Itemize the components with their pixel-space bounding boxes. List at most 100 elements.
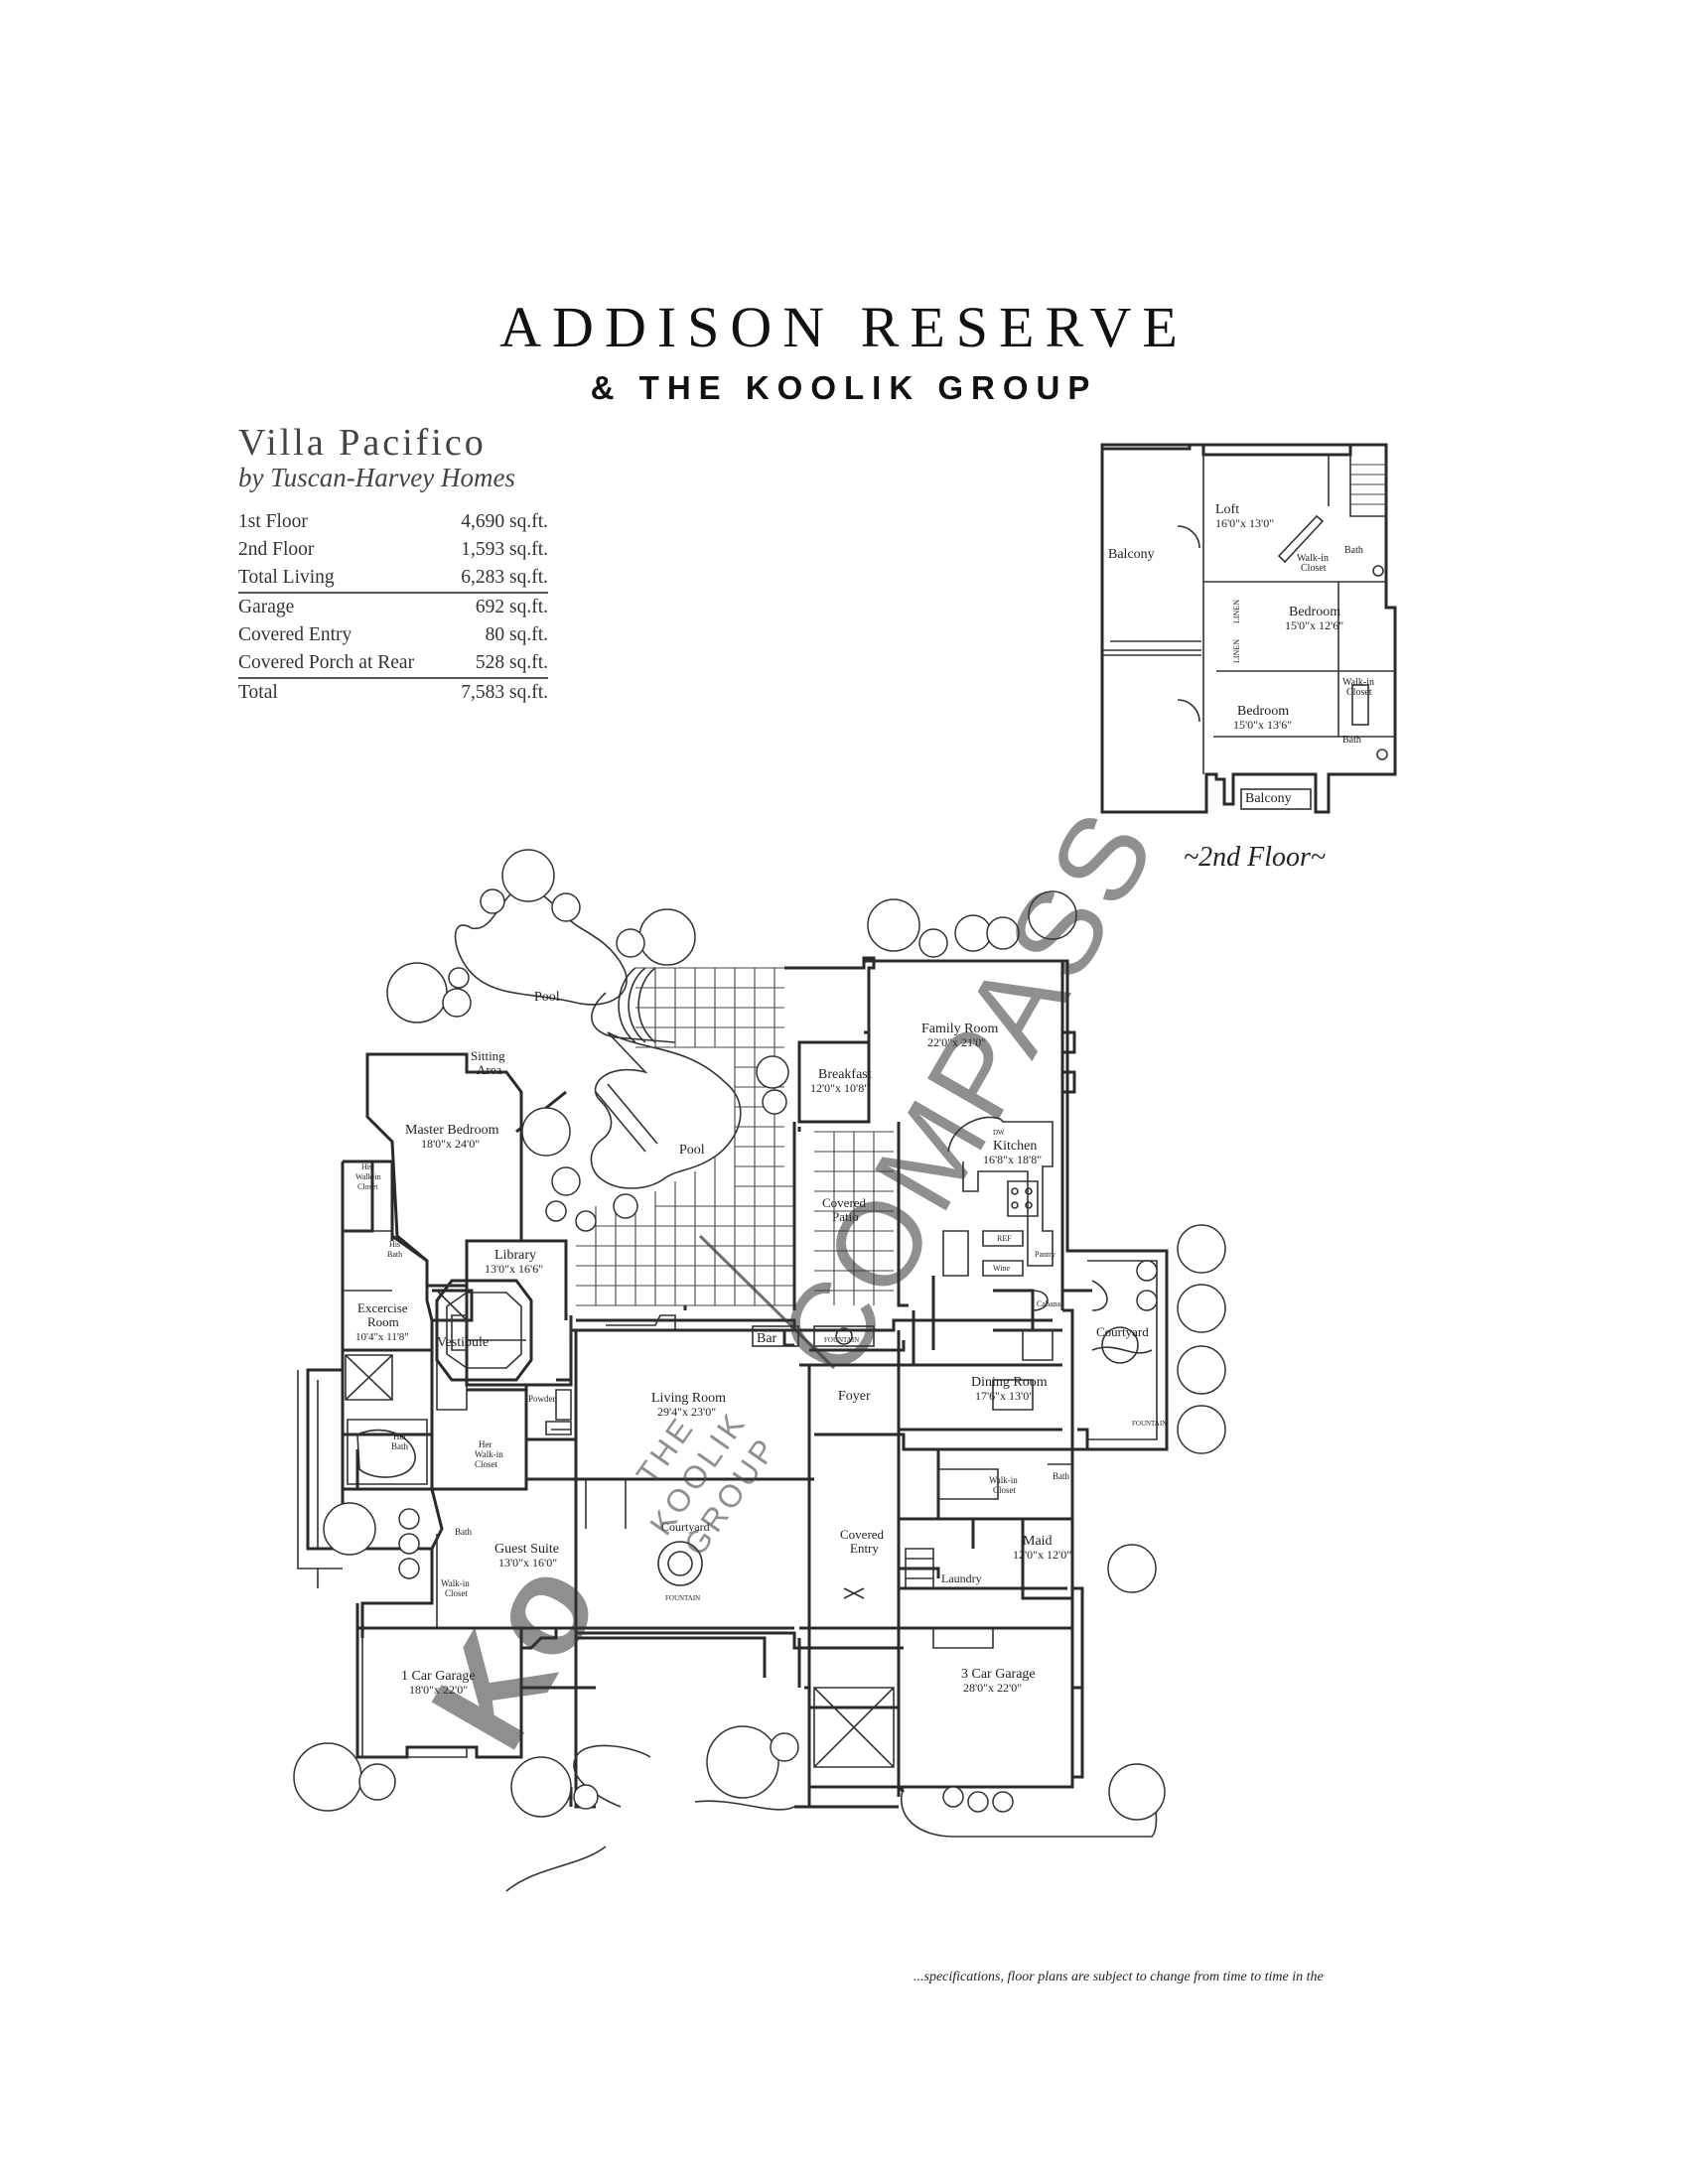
room-label-sitting: Sitting xyxy=(471,1048,505,1063)
room-label-ref: REF xyxy=(997,1234,1012,1243)
room-label-maid-walkin: Walk-in xyxy=(989,1475,1018,1485)
room-label-pantry: Pantry xyxy=(1035,1250,1055,1259)
room-label-her-bath-2: Bath xyxy=(391,1441,408,1451)
room-label-living-room: Living Room xyxy=(651,1391,726,1406)
room-label-family-room: Family Room xyxy=(921,1022,999,1036)
room-dim-library: 13'0"x 16'6" xyxy=(485,1262,543,1276)
sqft-value: 4,690 sq.ft. xyxy=(461,511,548,532)
room-label-guest-closet: Closet xyxy=(445,1588,469,1598)
room-dim-bedroom-2: 15'0"x 13'6" xyxy=(1233,718,1292,732)
sqft-row-total-living: Total Living 6,283 sq.ft. xyxy=(238,564,548,594)
room-dim-loft: 16'0"x 13'0" xyxy=(1215,516,1274,530)
room-label-covered-entry: Covered xyxy=(840,1527,885,1542)
room-label-pool: Pool xyxy=(534,990,560,1005)
room-label-foyer: Foyer xyxy=(838,1389,871,1404)
room-label-library: Library xyxy=(494,1248,536,1263)
room-dim-family-room: 22'0"x 21'0" xyxy=(927,1035,986,1049)
room-dim-kitchen: 16'8"x 18'8" xyxy=(983,1153,1042,1166)
room-label-her-walkin: Walk-in xyxy=(475,1449,503,1459)
room-label-her-bath: Her xyxy=(393,1432,407,1441)
second-floor-caption: ~2nd Floor~ xyxy=(1184,842,1326,873)
sqft-value: 7,583 sq.ft. xyxy=(461,682,548,703)
sqft-label: 1st Floor xyxy=(238,511,308,532)
room-label-covered-patio: Covered xyxy=(822,1195,867,1210)
label-fountain-3: FOUNTAIN xyxy=(665,1594,700,1602)
room-label-balcony-bottom: Balcony xyxy=(1245,791,1292,806)
room-label-laundry: Laundry xyxy=(941,1571,982,1585)
room-label-linen: LINEN xyxy=(1232,639,1241,663)
sqft-label: Garage xyxy=(238,597,295,617)
room-label-his-bath-2: Bath xyxy=(387,1250,402,1259)
room-label-courtyard-center: Courtyard xyxy=(661,1520,710,1534)
room-label-dining-room: Dining Room xyxy=(971,1375,1048,1390)
villa-name: Villa Pacifico xyxy=(238,422,487,464)
room-dim-breakfast: 12'0"x 10'8" xyxy=(810,1081,869,1095)
room-dim-living-room: 29'4"x 23'0" xyxy=(657,1405,716,1419)
room-label-bar: Bar xyxy=(757,1331,777,1346)
room-label-wine: Wine xyxy=(993,1264,1010,1273)
room-label-exercise-2: Room xyxy=(367,1314,399,1329)
room-label-guest-suite: Guest Suite xyxy=(494,1542,559,1557)
footer-note: ...specifications, floor plans are subje… xyxy=(914,1970,1324,1984)
room-label-his-closet: Closet xyxy=(357,1182,378,1191)
room-label-closet-2: Closet xyxy=(1346,687,1372,698)
sqft-row-total: Total 7,583 sq.ft. xyxy=(238,679,548,707)
room-label-area: Area xyxy=(477,1062,501,1077)
room-label-closet: Closet xyxy=(1301,563,1327,574)
room-label-loft: Loft xyxy=(1215,502,1239,517)
room-label-his-walkin: Walk-in xyxy=(355,1172,381,1181)
label-fountain-2: FOUNTAIN xyxy=(1132,1420,1167,1428)
room-label-walkin: Walk-in xyxy=(1297,553,1329,564)
room-label-master-bedroom: Master Bedroom xyxy=(405,1123,499,1138)
room-label-vestibule: Vestibule xyxy=(437,1335,489,1350)
watermark-koolik: THE KOOLIK GROUP xyxy=(630,1405,784,1562)
sqft-value: 528 sq.ft. xyxy=(475,652,548,673)
room-label-bedroom-2: Bedroom xyxy=(1237,704,1289,719)
room-label-maid-closet: Closet xyxy=(993,1485,1017,1495)
landscape-plants xyxy=(293,849,1226,1821)
room-label-maid-bath: Bath xyxy=(1053,1471,1069,1481)
room-label-1-car-garage: 1 Car Garage xyxy=(401,1669,476,1684)
room-label-bedroom: Bedroom xyxy=(1289,605,1340,619)
sqft-label: 2nd Floor xyxy=(238,539,315,560)
room-label-cabana: Cabana xyxy=(1037,1299,1060,1308)
room-label-pool-2: Pool xyxy=(679,1143,705,1158)
room-label-his: His xyxy=(361,1162,372,1171)
sqft-label: Total Living xyxy=(238,567,335,588)
villa-builder: by Tuscan-Harvey Homes xyxy=(238,463,515,492)
label-fountain: FOUNTAIN xyxy=(824,1336,859,1344)
room-label-powder: Powder xyxy=(528,1394,556,1404)
room-label-dw: DW xyxy=(993,1129,1005,1137)
room-dim-exercise: 10'4"x 11'8" xyxy=(355,1331,409,1343)
sqft-value: 692 sq.ft. xyxy=(475,597,548,617)
room-label-breakfast: Breakfast xyxy=(818,1067,872,1082)
room-label-her-closet: Her xyxy=(479,1439,492,1449)
room-dim-dining-room: 17'6"x 13'0" xyxy=(975,1389,1034,1403)
sqft-label: Total xyxy=(238,682,278,703)
room-label-her-closet-2: Closet xyxy=(475,1459,498,1469)
room-label-walkin-2: Walk-in xyxy=(1342,677,1374,688)
room-dim-bedroom: 15'0"x 12'6" xyxy=(1285,618,1343,632)
room-label-bath-2: Bath xyxy=(1342,735,1361,746)
room-dim-1-car-garage: 18'0"x 22'0" xyxy=(409,1683,468,1697)
room-dim-maid: 12'0"x 12'0" xyxy=(1013,1548,1071,1562)
room-label-exercise: Excercise xyxy=(357,1300,408,1315)
sqft-row-covered-porch: Covered Porch at Rear 528 sq.ft. xyxy=(238,649,548,679)
sqft-value: 6,283 sq.ft. xyxy=(461,567,548,588)
room-label-courtyard-right: Courtyard xyxy=(1096,1324,1149,1339)
room-dim-guest-suite: 13'0"x 16'0" xyxy=(498,1556,557,1570)
watermark-ko: Ko xyxy=(400,1535,628,1773)
second-floor-plan: Balcony Loft 16'0"x 13'0" Walk-in Closet… xyxy=(1100,443,1397,873)
room-label-balcony: Balcony xyxy=(1108,547,1155,562)
room-label-his-bath: His xyxy=(389,1240,400,1249)
sqft-row-garage: Garage 692 sq.ft. xyxy=(238,594,548,621)
room-label-guest-bath: Bath xyxy=(455,1527,472,1537)
room-label-linen: LINEN xyxy=(1232,600,1241,623)
room-label-covered-patio-2: Patio xyxy=(832,1209,859,1224)
sqft-label: Covered Porch at Rear xyxy=(238,652,415,673)
brand-subtitle: & THE KOOLIK GROUP xyxy=(590,369,1098,406)
